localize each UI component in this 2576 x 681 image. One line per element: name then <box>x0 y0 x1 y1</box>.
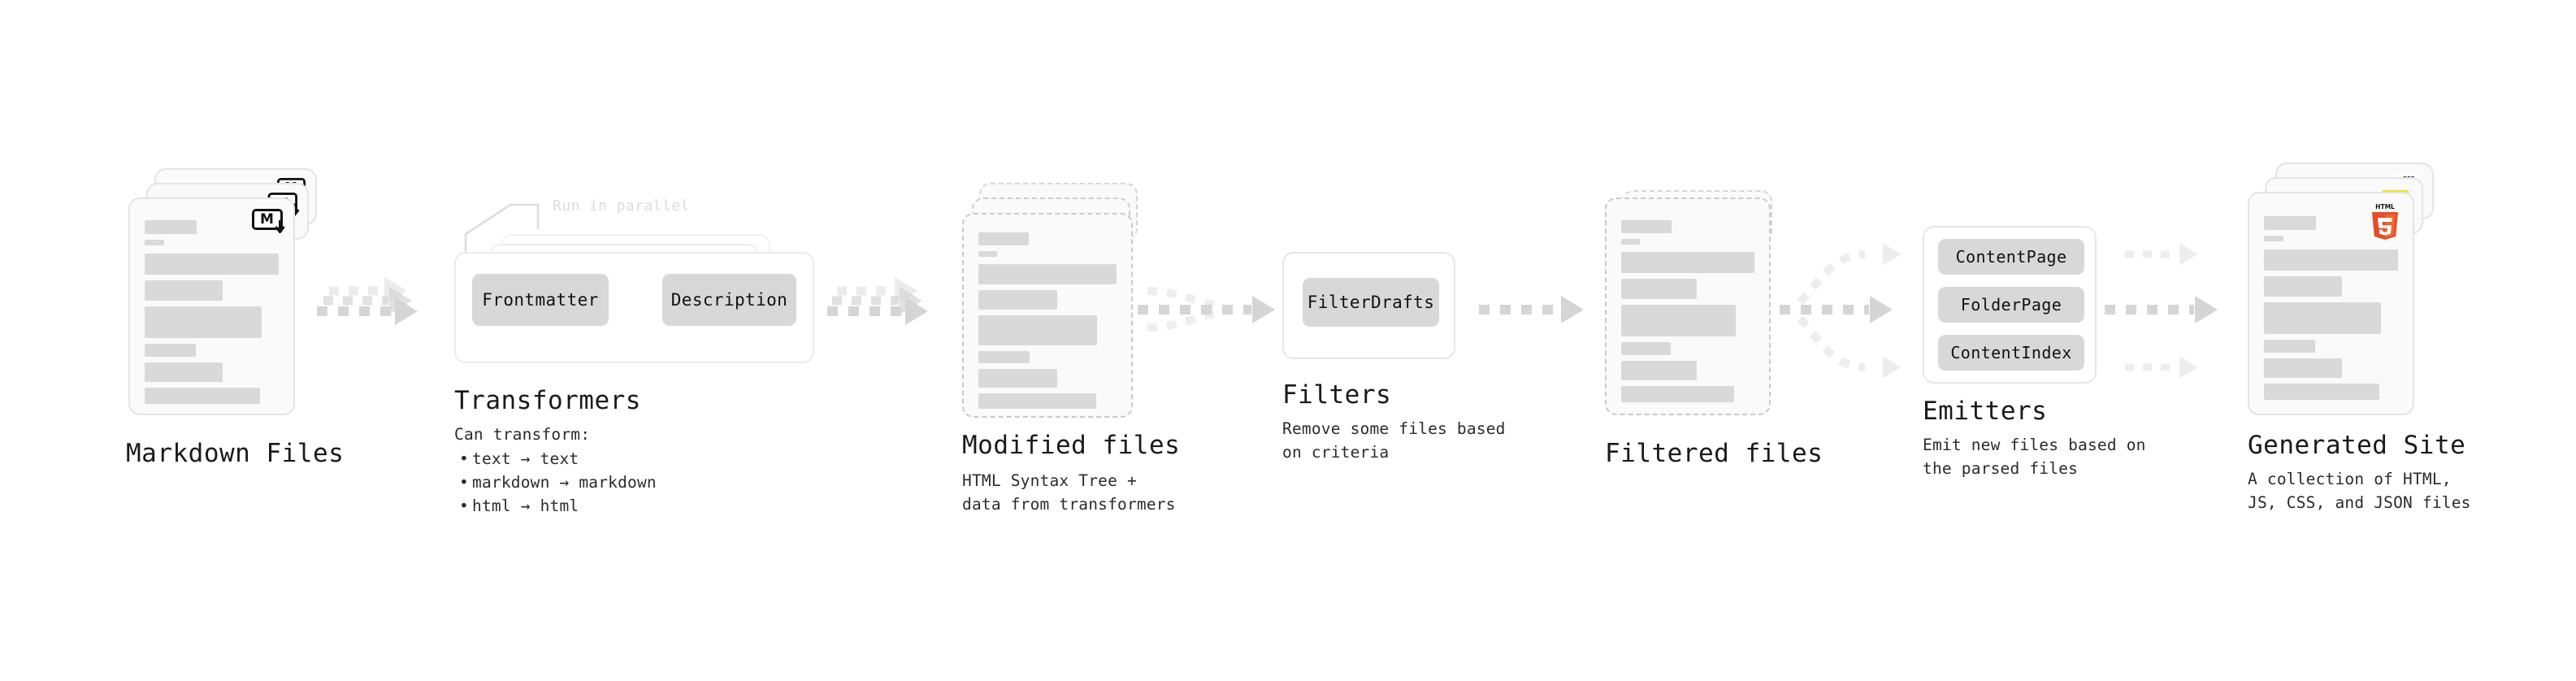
page-title-modified-files: Modified files <box>962 431 1181 460</box>
parallel-leader-line <box>464 203 540 258</box>
generated-site-description: A collection of HTML, JS, CSS, and JSON … <box>2248 470 2471 512</box>
arrow-emitters-to-site <box>2105 243 2218 379</box>
markdown-icon: M <box>252 209 285 233</box>
emitter-chip-contentindex[interactable]: ContentIndex <box>1938 335 2084 371</box>
emitters-description: Emit new files based on the parsed files <box>1923 436 2146 478</box>
emitter-chip-contentpage[interactable]: ContentPage <box>1938 239 2084 275</box>
arrow-filtered-to-emitters <box>1780 243 1902 379</box>
arrow-filters-to-filtered <box>1479 296 1584 323</box>
transformers-bullet-item: html → html <box>459 495 657 518</box>
filters-box: FilterDrafts <box>1282 252 1455 359</box>
transformer-chip-description[interactable]: Description <box>662 274 796 326</box>
emitters-box: ContentPage FolderPage ContentIndex <box>1923 226 2097 384</box>
page-title-filtered-files: Filtered files <box>1605 439 1824 468</box>
arrow-markdown-to-transformers <box>317 277 418 325</box>
page-title-emitters: Emitters <box>1923 397 2048 426</box>
transformer-box-front: Frontmatter Description <box>454 252 814 363</box>
transformers-bullet-item: text → text <box>459 448 657 471</box>
filters-description: Remove some files based on criteria <box>1282 419 1506 462</box>
page-title-generated-site: Generated Site <box>2248 431 2466 460</box>
skeleton-lines <box>1621 220 1754 408</box>
skeleton-lines <box>2264 216 2398 406</box>
page-title-transformers: Transformers <box>454 386 641 415</box>
markdown-card-front: M <box>128 197 295 415</box>
svg-text:HTML: HTML <box>2375 203 2395 210</box>
page-title-filters: Filters <box>1282 380 1392 410</box>
transformers-bullet-item: markdown → markdown <box>459 471 657 495</box>
transformers-bullets-lead: Can transform: <box>454 425 591 444</box>
arrow-transformers-to-modified <box>827 277 928 325</box>
transformers-bullet-list: Can transform: text → text markdown → ma… <box>454 423 657 518</box>
markdown-icon-letter: M <box>260 210 274 228</box>
site-card-front: HTML <box>2248 192 2414 415</box>
arrow-modified-to-filters <box>1138 287 1275 332</box>
page-title-markdown-files: Markdown Files <box>126 439 345 468</box>
run-in-parallel-label: Run in parallel <box>553 197 690 215</box>
filter-chip-filterdrafts[interactable]: FilterDrafts <box>1303 278 1439 327</box>
modified-card-front <box>962 213 1133 418</box>
skeleton-lines <box>145 220 279 410</box>
modified-files-description: HTML Syntax Tree + data from transformer… <box>962 471 1176 514</box>
html5-icon: HTML <box>2369 202 2401 240</box>
filtered-card-front <box>1605 197 1771 415</box>
emitter-chip-folderpage[interactable]: FolderPage <box>1938 287 2084 323</box>
skeleton-lines <box>978 232 1117 414</box>
transformer-chip-frontmatter[interactable]: Frontmatter <box>472 274 609 326</box>
